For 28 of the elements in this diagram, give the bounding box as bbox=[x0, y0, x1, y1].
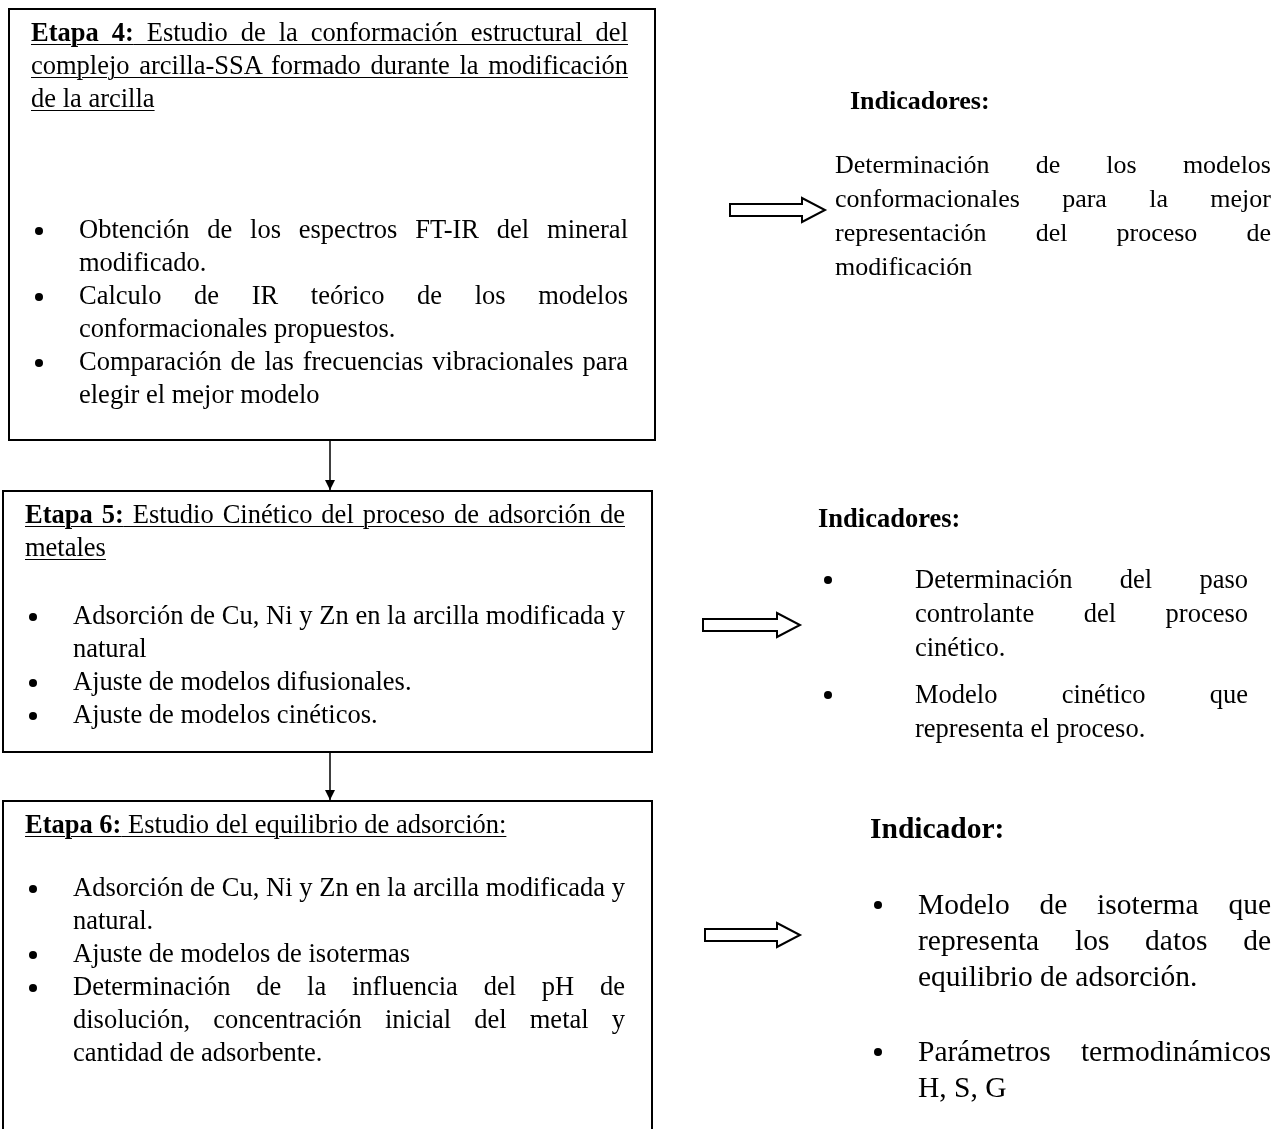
bullet-text: Calculo de IR teórico de los modelos conformacionales propuestos. bbox=[79, 279, 628, 345]
indicator-heading: Indicadores: bbox=[818, 502, 962, 535]
block-arrow bbox=[729, 196, 828, 224]
bullet-text: Parámetros termodinámicos H, S, G bbox=[918, 1034, 1271, 1105]
bullet-text: Modelo cinético que representa el proceso. bbox=[915, 678, 1248, 745]
indicator-heading: Indicadores: bbox=[849, 85, 991, 117]
bullet-text: Determinación del paso controlante del proceso cinético. bbox=[915, 563, 1248, 664]
bullet-text: Ajuste de modelos difusionales. bbox=[73, 665, 413, 698]
bullet-text: Ajuste de modelos cinéticos. bbox=[73, 698, 379, 731]
bullet-text: Adsorción de Cu, Ni y Zn en la arcilla modificada y natural. bbox=[73, 871, 625, 937]
stage-box bbox=[8, 8, 656, 441]
block-arrow bbox=[704, 921, 803, 949]
arrow bbox=[325, 440, 335, 491]
bullet-text: Obtención de los espectros FT-IR del mineral modificado. bbox=[79, 213, 628, 279]
arrow bbox=[325, 752, 335, 801]
bullet-text: Comparación de las frecuencias vibracionales para elegir el mejor modelo bbox=[79, 345, 628, 411]
indicator-text: Determinación de los modelos conformacionales para la mejor representación del proceso de modificación bbox=[835, 149, 1271, 283]
stage-box bbox=[2, 490, 653, 753]
indicator-heading: Indicador: bbox=[869, 811, 1006, 846]
stage-box bbox=[2, 800, 653, 1129]
bullet-text: Ajuste de modelos de isotermas bbox=[73, 937, 412, 970]
block-arrow bbox=[702, 611, 803, 639]
stage-heading: Etapa 4: Estudio de la conformación estructural del complejo arcilla-SSA formado durante la modificación de la arcilla bbox=[31, 16, 628, 115]
bullet-text: Modelo de isoterma que representa los datos de equilibrio de adsorción. bbox=[918, 887, 1271, 994]
stage-heading: Etapa 5: Estudio Cinético del proceso de adsorción de metales bbox=[25, 498, 625, 564]
stage-heading: Etapa 6: Estudio del equilibrio de adsorción: bbox=[25, 808, 508, 841]
bullet-text: Adsorción de Cu, Ni y Zn en la arcilla modificada y natural bbox=[73, 599, 625, 665]
bullet-text: Determinación de la influencia del pH de disolución, concentración inicial del metal y cantidad de adsorbente. bbox=[73, 970, 625, 1069]
